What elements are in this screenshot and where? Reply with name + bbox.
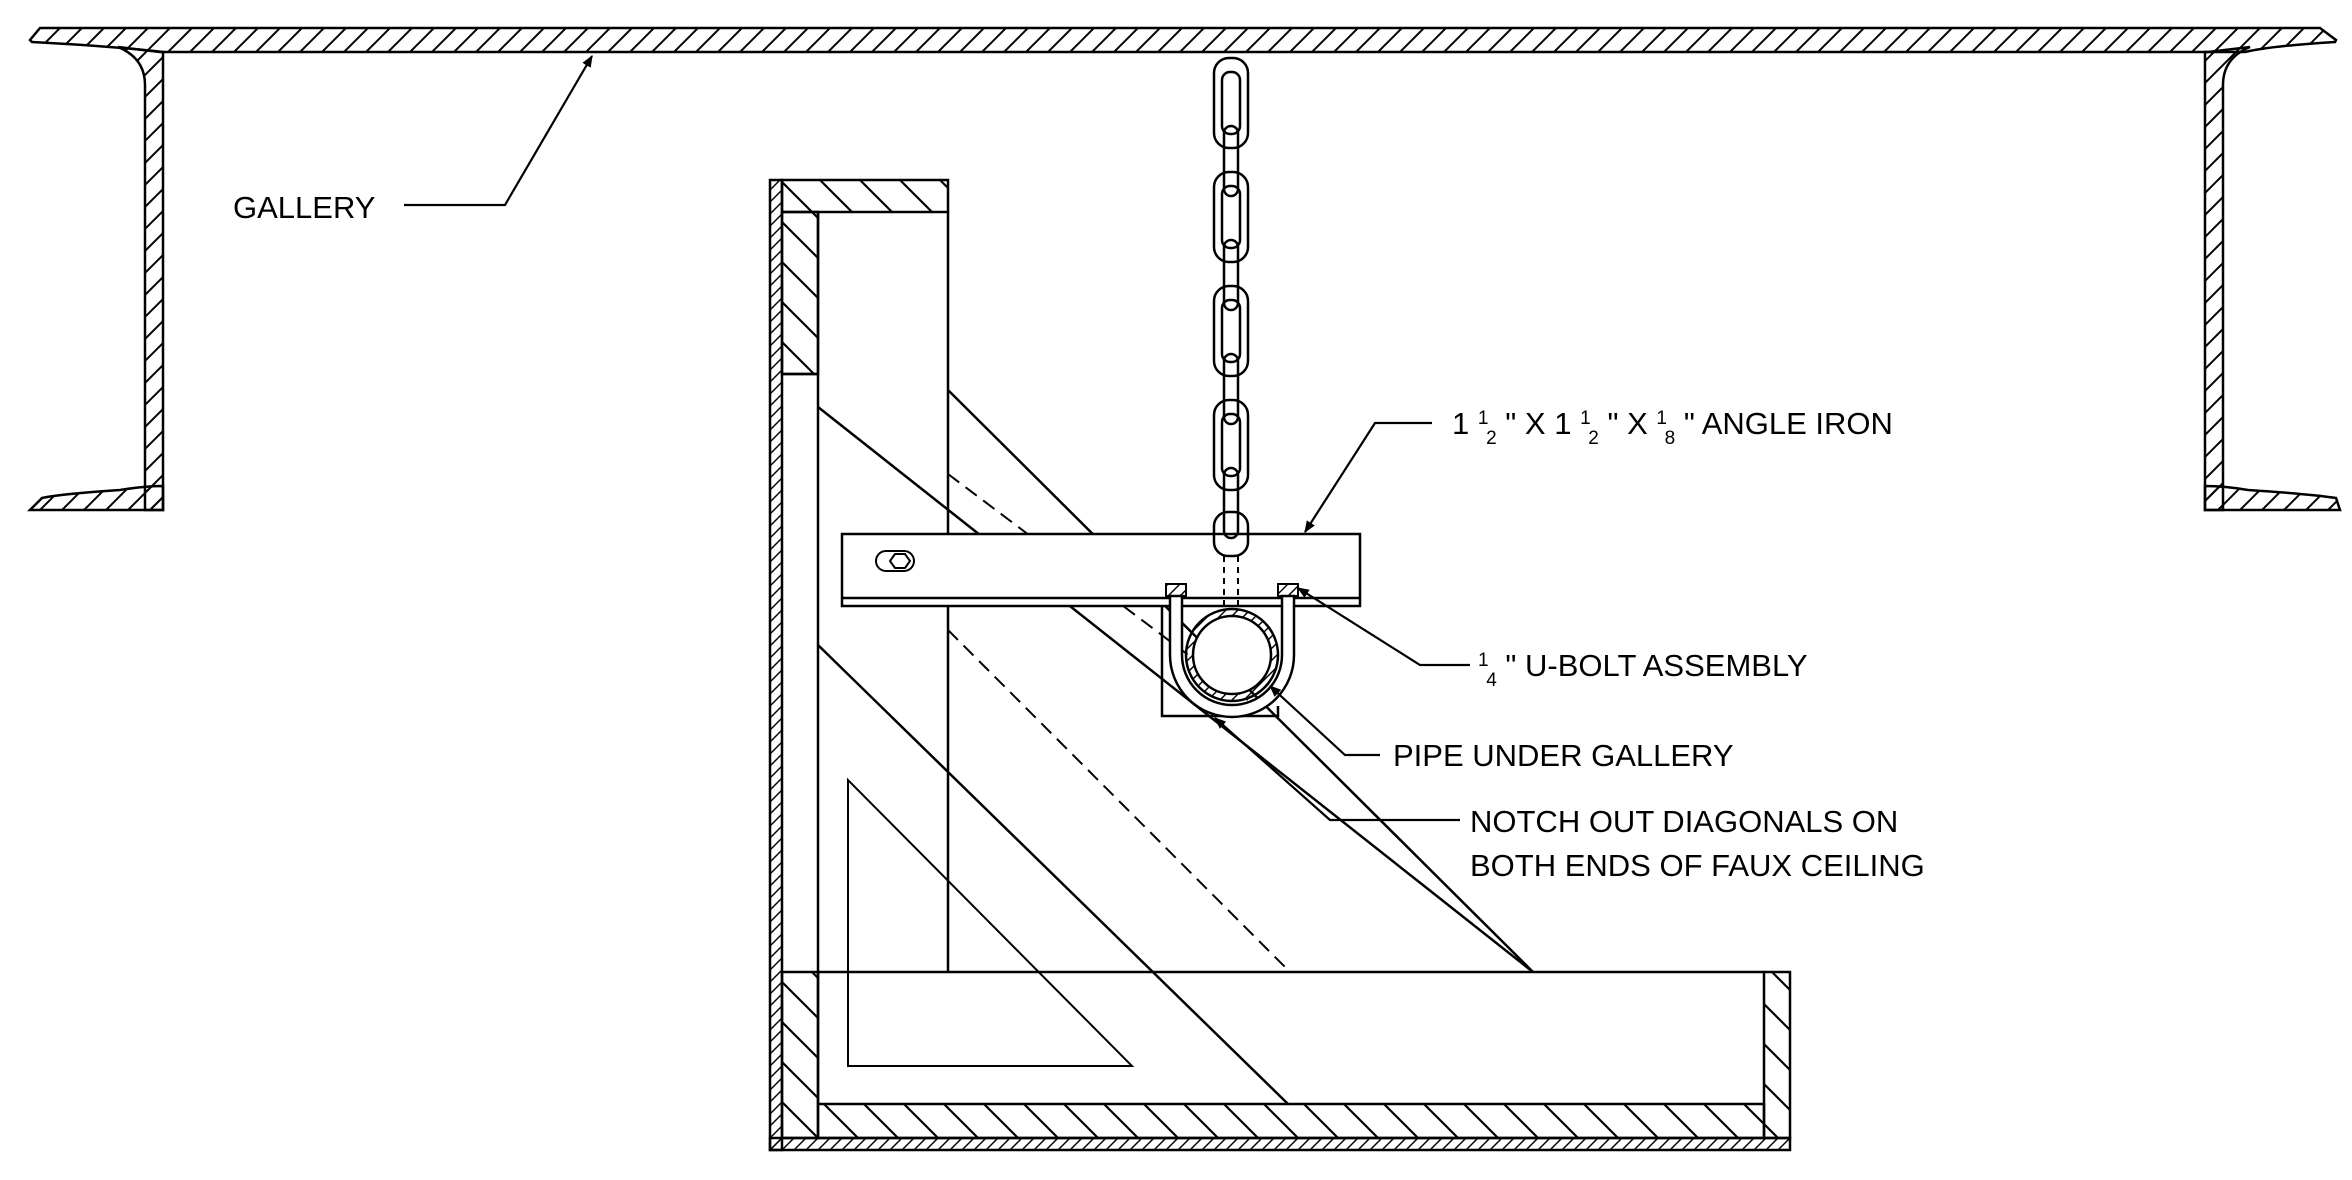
gallery-channel [26, 26, 2342, 512]
label-notch-line1: NOTCH OUT DIAGONALS ON [1470, 804, 1898, 839]
leader-gallery [404, 54, 593, 207]
ubolt-nut-left [1165, 583, 1187, 597]
hidden-line-diagonal-2 [947, 629, 1291, 973]
leader-pipe [1269, 685, 1380, 757]
gallery-right-web [2203, 45, 2251, 512]
gallery-left-flange [26, 484, 165, 512]
label-ubolt: 1 4 " U-BOLT ASSEMBLY [1478, 638, 1808, 693]
label-angle-iron: 1 1 2 " X 1 1 2 " X 1 8 " ANGLE IRON [1452, 396, 1893, 451]
diagonal-brace-left [817, 406, 1534, 973]
corner-gusset [847, 777, 1135, 1067]
frame-upper-post [780, 210, 820, 376]
label-gallery: GALLERY [233, 190, 375, 225]
frame-left-wall [768, 178, 784, 1152]
ubolt-nut-right [1277, 583, 1299, 597]
diagonal-brace-lower [817, 644, 1289, 1105]
angle-iron [840, 532, 1362, 608]
slot-hole [875, 550, 915, 572]
gallery-right-flange [2203, 484, 2342, 512]
leader-ubolt [1296, 587, 1470, 667]
leader-lines [404, 54, 1470, 822]
leader-notch [1214, 717, 1460, 822]
u-bolt [1168, 594, 1296, 719]
hex-nut-icon [888, 553, 912, 569]
pipe-and-ubolt [1160, 583, 1299, 719]
gallery-left-web [117, 45, 165, 512]
frame-right-post [1762, 970, 1792, 1140]
hanging-chain [1212, 56, 1250, 605]
faux-ceiling-frame [768, 178, 1792, 1152]
frame-lower-post [780, 970, 820, 1140]
leader-angle-iron [1304, 421, 1432, 534]
frame-bottom-block [816, 1102, 1766, 1140]
gallery-top-flange [28, 26, 2338, 54]
label-pipe: PIPE UNDER GALLERY [1393, 738, 1734, 773]
label-notch-line2: BOTH ENDS OF FAUX CEILING [1470, 848, 1925, 883]
frame-bottom-plate [768, 1136, 1792, 1152]
frame-top-block [780, 178, 950, 214]
pipe-inner [1191, 614, 1273, 696]
